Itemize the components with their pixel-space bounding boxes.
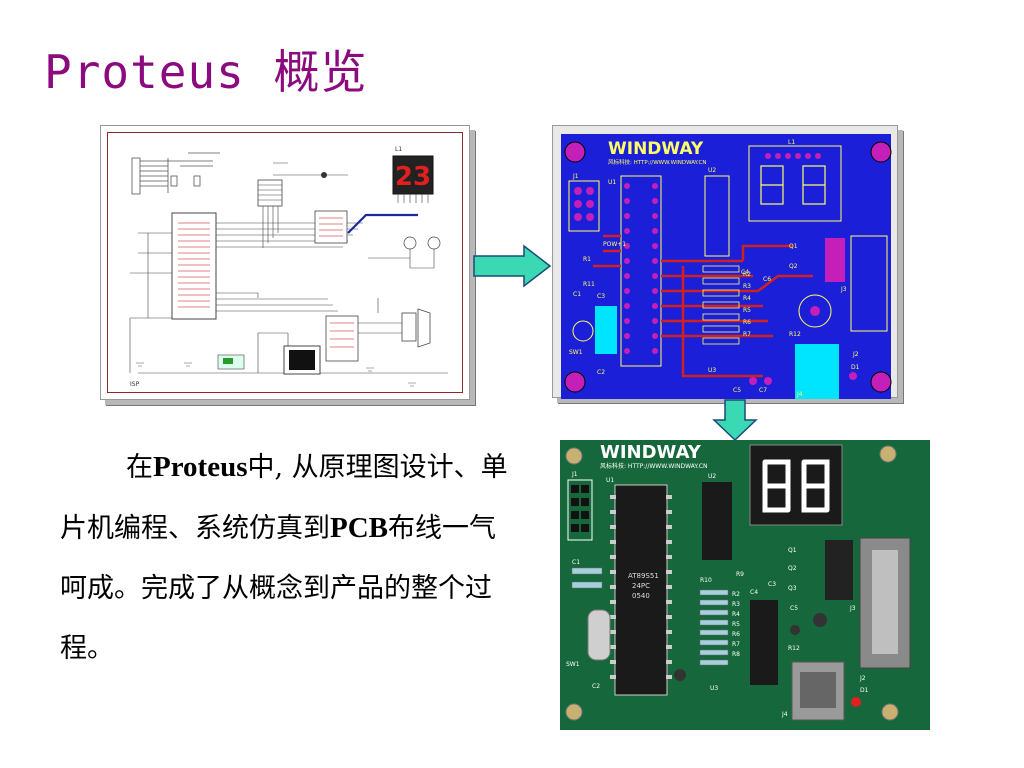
svg-text:J3: J3 (840, 286, 847, 293)
schematic-canvas: 23 L1 (107, 132, 463, 393)
svg-text:Q2: Q2 (789, 263, 798, 270)
svg-text:POW+1: POW+1 (603, 241, 626, 248)
chip-text-1: AT89S51 (628, 572, 659, 580)
pcb-layout-figure: WINDWAY 风标科技: HTTP://WWW.WINDWAY.CN (552, 125, 898, 399)
svg-text:C5: C5 (790, 605, 798, 612)
schematic-drawing: 23 L1 (129, 146, 448, 388)
svg-text:U2: U2 (708, 167, 716, 174)
para-brand-proteus: Proteus (153, 451, 248, 483)
pcb-brand: WINDWAY (608, 139, 704, 159)
display-label: L1 (395, 146, 402, 153)
photo-brand-sub: 风标科技: HTTP://WWW.WINDWAY.CN (600, 462, 707, 470)
svg-text:C2: C2 (592, 683, 600, 690)
svg-text:R2: R2 (732, 591, 740, 598)
svg-text:Q1: Q1 (788, 547, 797, 554)
svg-text:R7: R7 (732, 641, 740, 648)
svg-text:R12: R12 (788, 645, 800, 652)
svg-text:C3: C3 (768, 581, 776, 588)
svg-text:C4: C4 (741, 269, 749, 276)
chip-text-2: 24PC (632, 582, 650, 590)
svg-text:J4: J4 (796, 391, 803, 398)
description-paragraph: 在Proteus中, 从原理图设计、单片机编程、系统仿真到PCB布线一气呵成。完… (60, 437, 520, 679)
svg-text:Q1: Q1 (789, 243, 798, 250)
pcb-brand-sub: 风标科技: HTTP://WWW.WINDWAY.CN (608, 158, 707, 166)
svg-text:R12: R12 (789, 331, 801, 338)
arrow-down-icon (712, 399, 758, 442)
svg-text:Q3: Q3 (788, 585, 797, 592)
svg-text:R3: R3 (743, 283, 751, 290)
svg-text:R6: R6 (743, 319, 751, 326)
svg-text:C3: C3 (597, 293, 605, 300)
svg-text:R8: R8 (732, 651, 740, 658)
pcb-photo: WINDWAY 风标科技: HTTP://WWW.WINDWAY.CN AT89… (560, 440, 930, 730)
pcb-layout-drawing: WINDWAY 风标科技: HTTP://WWW.WINDWAY.CN (561, 134, 892, 399)
svg-text:Q2: Q2 (788, 565, 797, 572)
chip-text-3: 0540 (632, 592, 650, 600)
svg-text:U1: U1 (608, 179, 616, 186)
svg-text:R11: R11 (583, 281, 595, 288)
slide-title: Proteus 概览 (44, 45, 368, 99)
svg-text:J1: J1 (572, 173, 579, 180)
svg-text:J2: J2 (859, 675, 866, 682)
svg-text:R1: R1 (583, 256, 591, 263)
svg-text:R2: R2 (743, 271, 751, 278)
svg-text:D1: D1 (860, 687, 869, 694)
para-mid: 中, 从原理图设计、单片机编程、系统仿真到 (60, 452, 508, 544)
para-brand-pcb: PCB (330, 512, 388, 544)
svg-text:R7: R7 (743, 331, 751, 338)
svg-text:R5: R5 (743, 307, 751, 314)
svg-text:J1: J1 (571, 471, 578, 478)
arrow-right-icon (473, 244, 552, 288)
svg-text:SW1: SW1 (566, 661, 580, 668)
svg-text:C4: C4 (750, 589, 758, 596)
svg-text:J4: J4 (781, 711, 788, 718)
seven-segment-digits: 23 (395, 162, 431, 192)
svg-text:C5: C5 (733, 387, 741, 394)
svg-text:U3: U3 (710, 685, 718, 692)
para-pre: 在 (126, 452, 153, 483)
svg-text:U1: U1 (606, 477, 614, 484)
svg-text:C1: C1 (573, 291, 581, 298)
svg-text:C6: C6 (763, 276, 771, 283)
svg-text:R9: R9 (736, 571, 744, 578)
para-end: 布线一气呵成。完成了从概念到产品的整个过程。 (60, 513, 496, 664)
svg-text:U2: U2 (708, 473, 716, 480)
svg-text:R3: R3 (732, 601, 740, 608)
svg-text:R6: R6 (732, 631, 740, 638)
svg-text:U3: U3 (708, 367, 716, 374)
svg-text:R10: R10 (700, 577, 712, 584)
isp-label: ISP (130, 381, 140, 388)
svg-text:SW1: SW1 (569, 349, 583, 356)
svg-text:J2: J2 (852, 351, 859, 358)
svg-text:D1: D1 (851, 364, 860, 371)
svg-text:C7: C7 (759, 387, 767, 394)
photo-brand: WINDWAY (600, 442, 702, 463)
pcb-photo-drawing: WINDWAY 风标科技: HTTP://WWW.WINDWAY.CN AT89… (560, 440, 930, 730)
schematic-figure: 23 L1 (100, 125, 470, 400)
svg-text:C2: C2 (597, 369, 605, 376)
svg-text:C1: C1 (572, 559, 580, 566)
svg-text:L1: L1 (788, 139, 795, 146)
svg-text:R4: R4 (732, 611, 740, 618)
svg-text:R4: R4 (743, 295, 751, 302)
svg-text:R5: R5 (732, 621, 740, 628)
svg-text:J3: J3 (849, 605, 856, 612)
